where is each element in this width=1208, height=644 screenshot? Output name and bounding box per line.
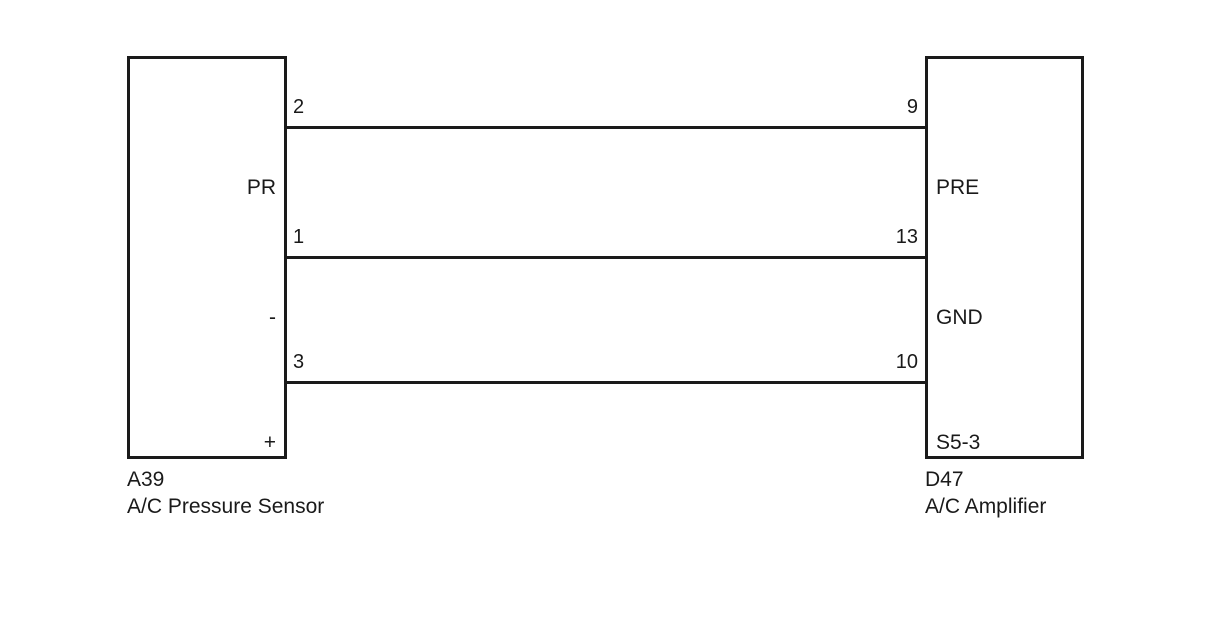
terminal-label-pr: PR xyxy=(246,176,276,199)
connector-box-d47: PRE GND S5-3 xyxy=(925,56,1084,459)
connector-box-a39: PR - + xyxy=(127,56,287,459)
terminal-label-gnd: GND xyxy=(936,306,983,329)
wire-positive-to-s5-3 xyxy=(286,381,926,384)
wire-negative-to-gnd xyxy=(286,256,926,259)
pin-number-a39-3: 3 xyxy=(293,351,305,373)
component-name-a39: A/C Pressure Sensor xyxy=(127,495,325,518)
pin-number-d47-13: 13 xyxy=(895,226,918,248)
terminal-label-positive: + xyxy=(263,431,276,454)
terminal-label-pre: PRE xyxy=(936,176,980,199)
component-code-d47: D47 xyxy=(925,468,964,491)
pin-number-a39-1: 1 xyxy=(293,226,305,248)
terminal-label-negative: - xyxy=(269,306,276,329)
terminal-label-s5-3: S5-3 xyxy=(936,431,981,454)
component-caption-d47: D47 A/C Amplifier xyxy=(925,466,1046,520)
pin-number-a39-2: 2 xyxy=(293,96,305,118)
component-caption-a39: A39 A/C Pressure Sensor xyxy=(127,466,324,520)
wire-pr-to-pre xyxy=(286,126,926,129)
component-name-d47: A/C Amplifier xyxy=(925,495,1047,518)
component-code-a39: A39 xyxy=(127,468,165,491)
pin-number-d47-10: 10 xyxy=(895,351,918,373)
pin-number-d47-9: 9 xyxy=(906,96,918,118)
